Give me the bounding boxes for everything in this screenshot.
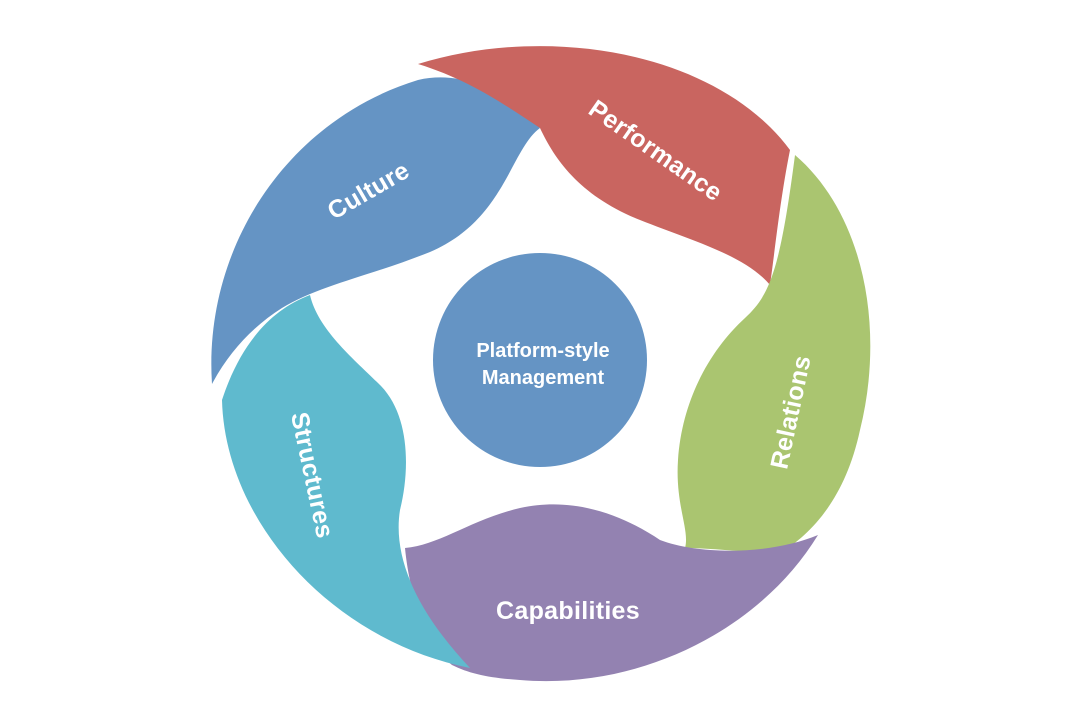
segment-culture[interactable]	[211, 77, 540, 384]
center-label-line1: Platform-style	[476, 340, 609, 362]
center-label-line2: Management	[482, 367, 605, 389]
segment-performance[interactable]	[418, 46, 790, 285]
center-circle[interactable]	[433, 253, 647, 467]
segment-structures[interactable]	[222, 295, 470, 668]
segment-relations[interactable]	[677, 155, 871, 553]
label-capabilities: Capabilities	[496, 597, 640, 625]
segment-capabilities[interactable]	[405, 504, 818, 682]
